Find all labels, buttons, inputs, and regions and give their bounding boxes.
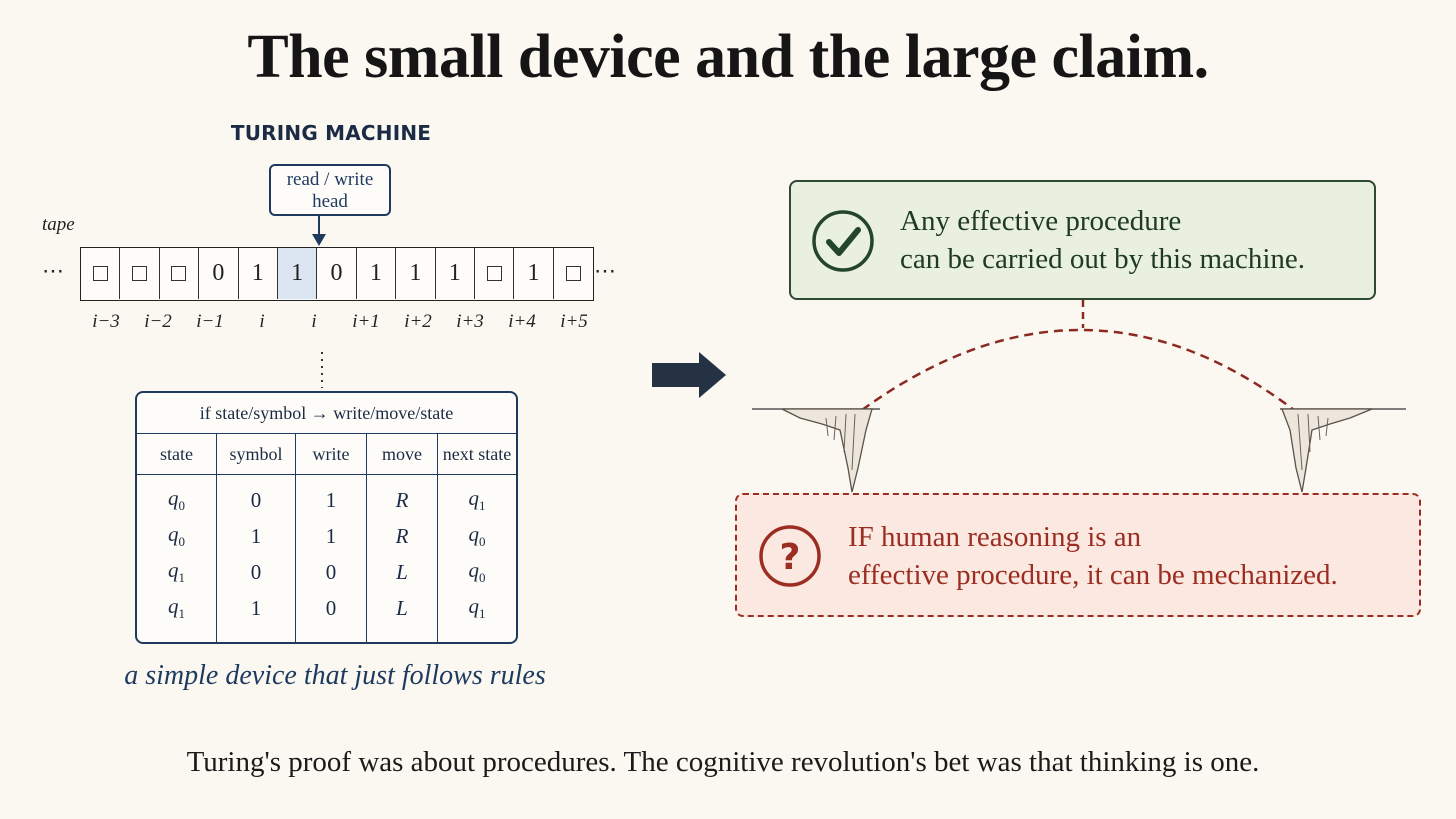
cell-move: L [366, 590, 438, 626]
tape-index: i−3 [92, 311, 120, 332]
cell-write: 0 [295, 554, 367, 590]
tape-cell [554, 248, 593, 299]
svg-text:?: ? [780, 537, 801, 578]
cell-ellipsis: … [366, 626, 438, 642]
cell-next-state: q1 [468, 485, 486, 514]
right-arrow-icon [652, 352, 726, 398]
tape-ellipsis-right: ⋯ [594, 258, 616, 283]
cell-move: L [366, 554, 438, 590]
head-label-line2: head [312, 191, 348, 212]
tape-index: i [259, 311, 265, 332]
blank-symbol-icon [132, 266, 148, 281]
tape-label: tape [42, 214, 75, 235]
tape-cell: 1 [436, 248, 475, 299]
claim-line1: Any effective procedure [900, 205, 1182, 237]
cell-move: R [366, 518, 438, 554]
cell-ellipsis: … [137, 626, 217, 642]
left-cliff-icon [752, 408, 880, 493]
tape-index: i+2 [404, 311, 432, 332]
machine-caption: a simple device that just follows rules [124, 660, 546, 691]
claim-line2: can be carried out by this machine. [900, 243, 1306, 275]
hypothesis-box [735, 493, 1421, 617]
tape-index: i+5 [560, 311, 588, 332]
tape-ellipsis-left: ⋯ [42, 258, 64, 283]
bottom-summary: Turing's proof was about procedures. The… [186, 746, 1260, 778]
hypothesis-line2: effective procedure, it can be mechanize… [848, 559, 1338, 591]
head-pointer-arrowhead [312, 234, 326, 246]
tape-index: i−1 [196, 311, 224, 332]
head-label-line1: read / write [286, 169, 374, 190]
cell-next-state: q1 [468, 593, 486, 622]
cell-ellipsis: … [468, 629, 486, 644]
col-next-state: next state [437, 434, 516, 475]
cell-symbol: 0 [216, 474, 296, 518]
cell-state: q1 [137, 590, 217, 626]
read-write-head-label: read / write head [269, 164, 391, 216]
cell-write: 1 [295, 474, 367, 518]
rule-table: if state/symbol → write/move/state state… [135, 391, 518, 644]
rule-table-header: if state/symbol → write/move/state [137, 393, 516, 434]
blank-symbol-icon [565, 266, 581, 281]
check-circle-icon [812, 210, 874, 272]
tape-index: i+4 [508, 311, 536, 332]
tape-cell [81, 248, 121, 299]
cell-state: q0 [137, 518, 217, 554]
col-state: state [137, 434, 217, 475]
tape-cell: 1 [277, 248, 318, 299]
blank-symbol-icon [486, 266, 502, 281]
tape-cell: 1 [514, 248, 554, 299]
cell-symbol: 1 [216, 590, 296, 626]
col-symbol: symbol [216, 434, 296, 475]
cell-move: R [366, 474, 438, 518]
page-title: The small device and the large claim. [247, 23, 1209, 91]
cell-ellipsis: … [216, 626, 296, 642]
table-row-ellipsis: …………… [137, 626, 516, 644]
blank-symbol-icon [171, 266, 187, 281]
tape-indices: i−3 i−2 i−1 i i i+1 i+2 i+3 i+4 i+5 [80, 311, 600, 333]
tape-cell: 1 [239, 248, 278, 299]
tape-cell: 0 [317, 248, 357, 299]
turing-machine-heading: TURING MACHINE [230, 121, 432, 145]
tape-cell [160, 248, 200, 299]
tape-cell [475, 248, 515, 299]
cell-write: 0 [295, 590, 367, 626]
tape-index: i [311, 311, 317, 332]
blank-symbol-icon [92, 266, 108, 281]
tape-index: i+3 [456, 311, 484, 332]
cell-ellipsis: … [295, 626, 367, 642]
claim-box [789, 180, 1376, 300]
cell-write: 1 [295, 518, 367, 554]
cell-state: q1 [137, 554, 217, 590]
col-write: write [295, 434, 367, 475]
cell-symbol: 1 [216, 518, 296, 554]
hypothesis-text: IF human reasoning is an effective proce… [848, 518, 1338, 594]
tape-cell: 1 [357, 248, 397, 299]
col-move: move [366, 434, 438, 475]
tape-cell [120, 248, 160, 299]
bridge-arc [861, 328, 1295, 412]
claim-text: Any effective procedure can be carried o… [900, 202, 1305, 278]
tape-cell: 1 [396, 248, 436, 299]
cell-state: q0 [137, 474, 217, 518]
cell-symbol: 0 [216, 554, 296, 590]
tape-cell: 0 [199, 248, 239, 299]
right-cliff-icon [1280, 408, 1406, 493]
tape-index: i+1 [352, 311, 380, 332]
cell-next-state: q0 [468, 557, 486, 586]
question-circle-icon: ? [759, 525, 821, 587]
tape-index: i−2 [144, 311, 172, 332]
cell-next-state: q0 [468, 521, 486, 550]
hypothesis-line1: IF human reasoning is an [848, 521, 1142, 553]
